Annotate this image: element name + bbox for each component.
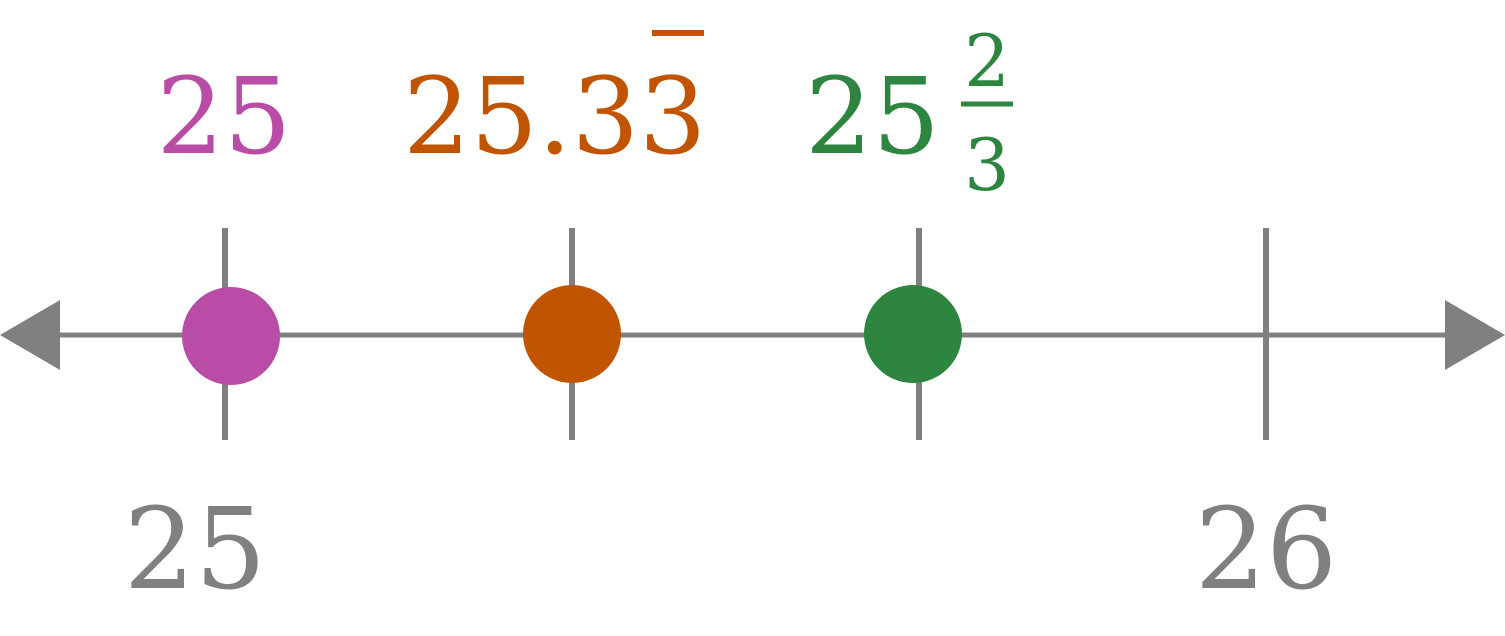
fraction-numerator: 2 — [964, 19, 1010, 103]
point-25 — [182, 287, 280, 385]
left-arrow-icon — [0, 300, 60, 370]
point-label-25: 25 — [157, 55, 292, 178]
point-25-3-repeating — [523, 285, 621, 383]
point-label-repeating-digit: 3 — [639, 55, 706, 178]
point-label-25-3-repeating: 25.33 — [403, 55, 706, 178]
point-label-decimal-part: 25.3 — [403, 55, 639, 178]
axis-label-26: 26 — [1195, 485, 1338, 615]
point-label-whole-part: 25 — [805, 55, 940, 178]
right-arrow-icon — [1445, 300, 1505, 370]
fraction-denominator: 3 — [964, 123, 1010, 207]
axis-label-25: 25 — [124, 485, 267, 615]
point-25-two-thirds — [864, 285, 962, 383]
